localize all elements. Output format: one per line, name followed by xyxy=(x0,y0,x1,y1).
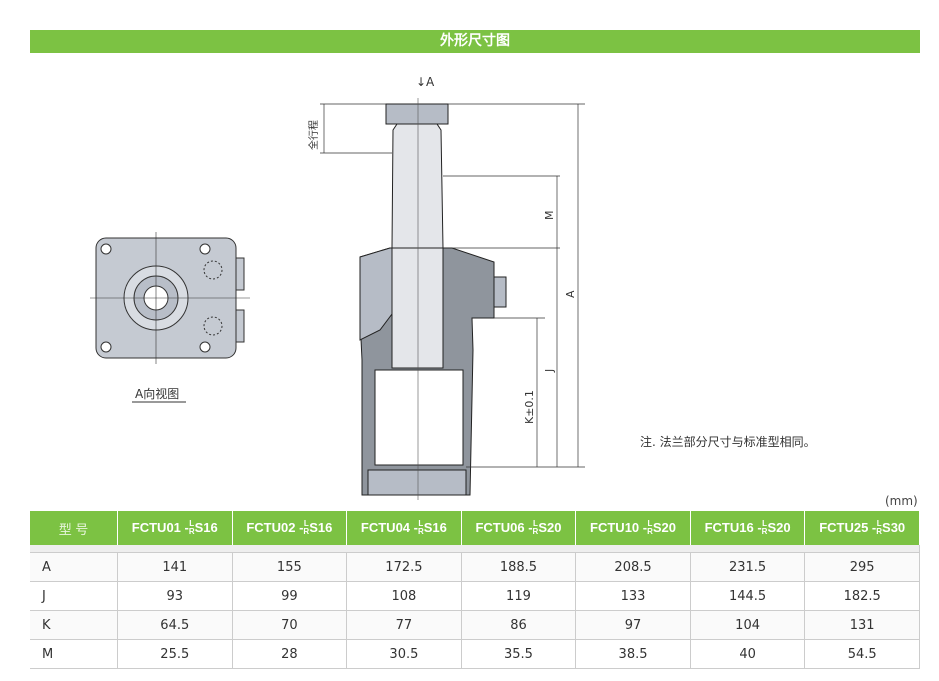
table-cell: 25.5 xyxy=(117,639,233,669)
table-cell: 231.5 xyxy=(690,552,806,582)
table-cell: 131 xyxy=(804,610,920,640)
table-cell: 86 xyxy=(461,610,577,640)
model-prefix: FCTU25 - xyxy=(819,519,877,535)
model-suffix: S16 xyxy=(194,519,218,535)
table-cell: 155 xyxy=(232,552,348,582)
section-view-drawing xyxy=(359,103,507,496)
lr-top: L xyxy=(876,519,882,529)
lr-bottom: R xyxy=(532,527,539,537)
model-suffix: S20 xyxy=(767,519,791,535)
table-cell: 70 xyxy=(232,610,348,640)
lr-bottom: R xyxy=(188,527,195,537)
a-view-caption: A向视图 xyxy=(135,386,179,401)
table-cell: 295 xyxy=(804,552,920,582)
table-cell: 119 xyxy=(461,581,577,611)
dim-a-label: A xyxy=(564,290,577,298)
table-cell: 30.5 xyxy=(346,639,462,669)
model-suffix: S20 xyxy=(538,519,562,535)
row-label: J xyxy=(30,581,118,611)
lr-top: L xyxy=(762,519,767,529)
lr-top: L xyxy=(303,519,309,529)
table-cell: 172.5 xyxy=(346,552,462,582)
model-suffix: S20 xyxy=(652,519,677,535)
lr-bottom: R xyxy=(647,527,653,537)
dim-k-label: K±0.1 xyxy=(523,390,536,424)
table-cell: 182.5 xyxy=(804,581,920,611)
model-prefix: FCTU16 - xyxy=(704,519,762,535)
model-prefix: FCTU04 - xyxy=(360,519,418,535)
table-cell: 40 xyxy=(690,639,806,669)
unit-label: (mm) xyxy=(885,494,918,508)
table-cell: 77 xyxy=(346,610,462,640)
table-cell: 133 xyxy=(575,581,691,611)
model-prefix: FCTU01 - xyxy=(131,519,189,535)
table-cell: 188.5 xyxy=(461,552,577,582)
table-cell: 38.5 xyxy=(575,639,691,669)
model-suffix: S30 xyxy=(882,519,906,535)
dim-j-label: J xyxy=(543,369,556,373)
table-cell: 141 xyxy=(117,552,233,582)
table-cell: 144.5 xyxy=(690,581,806,611)
lr-bottom: R xyxy=(303,527,310,537)
row-label: M xyxy=(30,639,118,669)
table-cell: 208.5 xyxy=(575,552,691,582)
section-title-banner: 外形尺寸图 xyxy=(30,30,920,53)
lr-top: L xyxy=(532,519,538,529)
model-prefix: FCTU02 - xyxy=(246,519,304,535)
dimension-drawing: A向视图 ↓A 全行程 M A J K±0.1 xyxy=(90,75,585,500)
a-view-drawing xyxy=(90,232,250,364)
dim-m-label: M xyxy=(543,211,556,221)
table-cell: 99 xyxy=(232,581,348,611)
table-cell: 54.5 xyxy=(804,639,920,669)
table-cell: 93 xyxy=(117,581,233,611)
full-stroke-label: 全行程 xyxy=(307,120,320,150)
lr-top: L xyxy=(189,519,195,529)
model-suffix: S16 xyxy=(423,519,447,535)
lr-bottom: R xyxy=(761,527,768,537)
model-prefix: FCTU06 - xyxy=(475,519,533,535)
table-cell: 28 xyxy=(232,639,348,669)
view-arrow-label: ↓A xyxy=(416,75,435,89)
model-suffix: S16 xyxy=(309,519,333,535)
table-cell: 64.5 xyxy=(117,610,233,640)
table-cell: 35.5 xyxy=(461,639,577,669)
table-cell: 104 xyxy=(690,610,806,640)
row-label: K xyxy=(30,610,118,640)
table-cell: 97 xyxy=(575,610,691,640)
row-label: A xyxy=(30,552,118,582)
dimension-lines xyxy=(320,103,585,468)
note-text: 注. 法兰部分尺寸与标准型相同。 xyxy=(640,435,816,449)
lr-bottom: R xyxy=(876,527,883,537)
lr-bottom: R xyxy=(417,527,424,537)
lr-top: L xyxy=(418,519,424,529)
lr-top: L xyxy=(647,519,653,529)
table-cell: 108 xyxy=(346,581,462,611)
model-prefix: FCTU10 - xyxy=(590,519,648,535)
header-model: 型 号 xyxy=(30,511,118,545)
